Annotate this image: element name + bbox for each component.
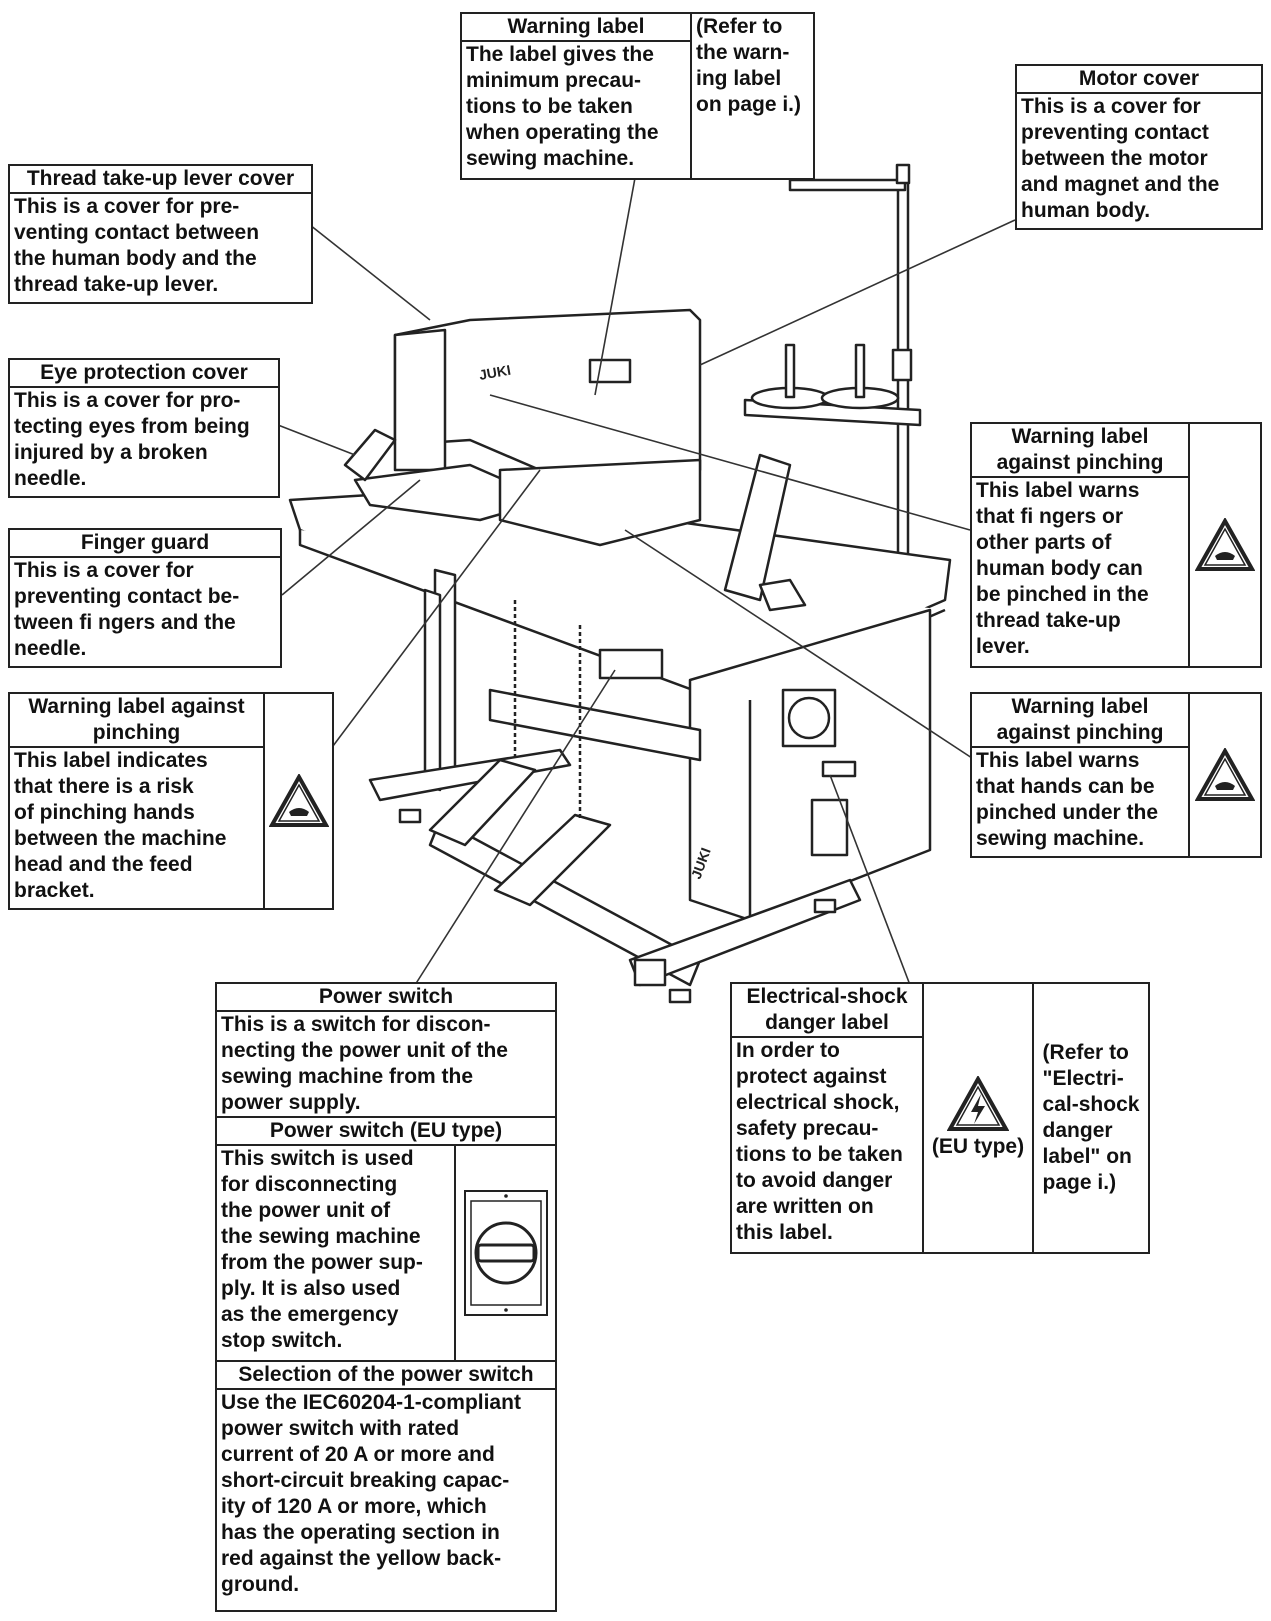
eye-protection-cover-box: Eye protection cover This is a cover for… (8, 358, 280, 498)
finger-guard-box: Finger guard This is a cover for prevent… (8, 528, 282, 668)
leader-electrical (829, 774, 911, 986)
pinch-under-text: This label warns that hands can be pinch… (976, 749, 1159, 850)
pinch-under-title: Warning label against pinching (972, 694, 1188, 748)
power-switch-title: Power switch (217, 984, 555, 1012)
electrical-shock-icon (947, 1076, 1009, 1131)
warning-label-text: The label gives the minimum precau- tion… (466, 43, 659, 170)
leader-pinch-takeup (489, 394, 971, 531)
finger-guard-text: This is a cover for preventing contact b… (14, 559, 240, 660)
leader-warning-label (594, 177, 636, 396)
pinch-head-title: Warning label against pinching (10, 694, 263, 748)
electrical-shock-title: Electrical-shock danger label (732, 984, 922, 1038)
thread-stand-top (788, 178, 907, 192)
pinch-takeup-title: Warning label against pinching (972, 424, 1188, 478)
power-switch-eu-icon (463, 1190, 548, 1316)
leader-thread-takeup (309, 224, 431, 321)
pinch-takeup-box: Warning label against pinching This labe… (970, 422, 1262, 668)
motor-cover-box: Motor cover This is a cover for preventi… (1015, 64, 1263, 230)
pinch-warning-icon (1195, 748, 1255, 801)
electrical-shock-box: Electrical-shock danger label In order t… (730, 982, 1150, 1254)
base-left (368, 748, 572, 802)
thread-takeup-cover-title: Thread take-up lever cover (10, 166, 311, 194)
operation-panel (723, 453, 792, 602)
needle-bar-head (393, 328, 447, 472)
power-switch-selection-title: Selection of the power switch (217, 1362, 555, 1390)
power-switch-box (598, 648, 664, 680)
leader-pinch-under (624, 529, 976, 761)
pinch-head-text: This label indicates that there is a ris… (14, 749, 227, 902)
warning-label-ref: (Refer to the warn- ing label on page i.… (696, 15, 801, 116)
pinch-head-box: Warning label against pinching This labe… (8, 692, 334, 910)
electrical-shock-ref: (Refer to "Electri- cal-shock danger lab… (1042, 1041, 1140, 1194)
leader-pinch-head (329, 469, 541, 751)
power-switch-selection-text: Use the IEC60204-1-compliant power switc… (221, 1391, 521, 1596)
leader-power-switch (414, 669, 616, 986)
warning-label-title: Warning label (462, 14, 690, 42)
leader-eye-protection (277, 424, 356, 456)
finger-guard-title: Finger guard (10, 530, 280, 558)
warning-label-box: Warning label The label gives the minimu… (460, 12, 815, 180)
leader-motor-cover (699, 219, 1016, 366)
electrical-shock-eu: (EU type) (931, 1135, 1025, 1158)
power-switch-text: This is a switch for discon- necting the… (221, 1013, 508, 1114)
motor-cover-title: Motor cover (1017, 66, 1261, 94)
crossbar (488, 688, 702, 762)
power-switch-eu-title: Power switch (EU type) (217, 1116, 555, 1146)
pedal-left (428, 758, 537, 847)
thread-takeup-cover-box: Thread take-up lever cover This is a cov… (8, 164, 313, 304)
thread-takeup-cover-text: This is a cover for pre- venting contact… (14, 195, 260, 296)
eye-protection-shape (343, 428, 397, 482)
bed (498, 458, 702, 547)
power-switch-eu-text: This switch is used for disconnecting th… (221, 1147, 423, 1352)
electrical-shock-text: In order to protect against electrical s… (736, 1039, 903, 1244)
eye-protection-cover-text: This is a cover for pro- tecting eyes fr… (14, 389, 250, 490)
leader-finger-guard (281, 479, 421, 596)
pinch-warning-icon (268, 774, 329, 827)
pinch-under-box: Warning label against pinching This labe… (970, 692, 1262, 858)
brand-text: JUKI (478, 362, 512, 383)
eye-protection-cover-title: Eye protection cover (10, 360, 278, 388)
motor-cover-text: This is a cover for preventing contact b… (1021, 95, 1220, 222)
pinch-warning-icon (1195, 518, 1255, 571)
pedal-right (493, 813, 612, 907)
base-right (428, 818, 702, 987)
pinch-takeup-text: This label warns that fi ngers or other … (976, 479, 1149, 658)
power-switch-box: Power switch This is a switch for discon… (215, 982, 557, 1612)
